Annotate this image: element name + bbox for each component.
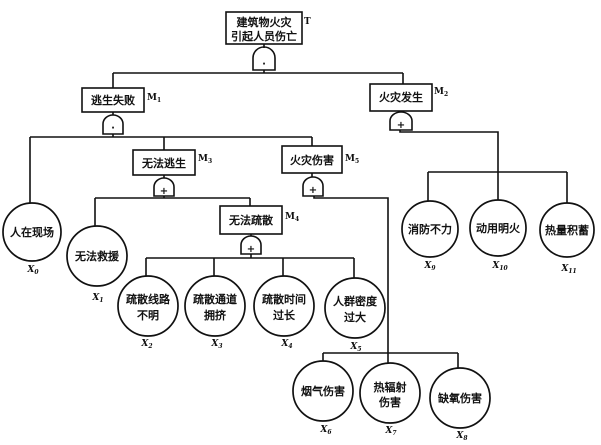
event-circle xyxy=(429,367,491,429)
basic-event-x1: 无法救援 X1 xyxy=(66,225,128,304)
event-circle xyxy=(184,275,246,337)
gate-symbol: + xyxy=(309,185,317,196)
event-id: X2 xyxy=(140,339,152,350)
event-id: X1 xyxy=(91,293,103,304)
basic-event-x6: 烟气伤害 X6 xyxy=(292,360,354,436)
event-label: 无法救援 xyxy=(74,249,120,263)
event-label-line1: 疏散通道 xyxy=(193,292,237,306)
gate-symbol: · xyxy=(262,59,266,70)
or-gate-icon xyxy=(240,235,262,255)
event-label-line2: 不明 xyxy=(137,309,159,322)
basic-event-x2: 疏散线路 不明 X2 xyxy=(117,275,179,350)
connector-m1 xyxy=(29,134,313,208)
event-label-line2: 拥挤 xyxy=(204,308,227,322)
event-circle xyxy=(292,360,354,422)
and-gate-icon xyxy=(252,46,276,71)
event-label: 消防不力 xyxy=(408,222,452,236)
event-label-line2: 过长 xyxy=(273,308,296,322)
top-event-label-line1: 建筑物火灾 xyxy=(237,15,293,29)
event-id: X3 xyxy=(210,339,222,350)
connectors xyxy=(29,70,568,368)
event-label: 动用明火 xyxy=(476,221,521,235)
intermediate-event-m2: 火灾发生 M2 + xyxy=(369,83,448,131)
event-id: X8 xyxy=(455,431,468,442)
gate-symbol: + xyxy=(160,186,168,197)
intermediate-event-m3: 无法逃生 M3 + xyxy=(132,149,212,197)
top-event: 建筑物火灾 引起人员伤亡 T · xyxy=(225,11,311,71)
intermediate-event-m4: 无法疏散 M4 + xyxy=(219,205,299,255)
basic-event-x7: 热辐射 伤害 X7 xyxy=(359,362,421,437)
basic-event-x9: 消防不力 X9 xyxy=(401,200,459,272)
gate-symbol: + xyxy=(397,120,405,131)
basic-event-x0: 人在现场 X0 xyxy=(2,202,62,276)
intermediate-event-m5: 火灾伤害 M5 + xyxy=(281,145,359,197)
event-id: X10 xyxy=(491,261,508,272)
event-id: X7 xyxy=(384,426,397,437)
event-label-line1: 疏散时间 xyxy=(262,292,306,306)
event-label: 缺氧伤害 xyxy=(437,391,482,405)
event-label: 人在现场 xyxy=(10,225,54,239)
event-id: M3 xyxy=(198,154,212,165)
basic-event-x8: 缺氧伤害 X8 xyxy=(429,367,491,442)
event-id: X6 xyxy=(319,425,332,436)
connector-m2 xyxy=(399,130,568,203)
event-circle xyxy=(401,200,459,258)
event-circle xyxy=(469,199,527,257)
event-circle xyxy=(66,225,128,287)
basic-event-x10: 动用明火 X10 xyxy=(469,199,527,272)
basic-event-x3: 疏散通道 拥挤 X3 xyxy=(184,275,246,350)
event-id: M1 xyxy=(147,93,161,104)
event-label: 火灾发生 xyxy=(379,90,423,104)
event-id: X0 xyxy=(26,265,39,276)
connector-m4 xyxy=(145,254,355,278)
connector-m3 xyxy=(94,196,251,226)
event-id: X9 xyxy=(423,261,436,272)
and-gate-icon xyxy=(102,114,124,135)
event-label-line1: 疏散线路 xyxy=(126,292,171,306)
event-label: 无法逃生 xyxy=(141,156,186,170)
event-circle xyxy=(2,202,62,262)
event-id: X11 xyxy=(560,264,576,275)
top-event-label-line2: 引起人员伤亡 xyxy=(231,29,297,43)
connector-m5 xyxy=(313,196,459,368)
event-id: X5 xyxy=(349,342,361,353)
gate-symbol: · xyxy=(111,123,115,134)
event-circle xyxy=(117,275,179,337)
or-gate-icon xyxy=(302,176,324,197)
event-label: 逃生失败 xyxy=(91,93,135,107)
event-label-line2: 过大 xyxy=(344,310,366,324)
connector-t xyxy=(112,70,404,88)
event-label-line1: 热辐射 xyxy=(374,380,407,394)
or-gate-icon xyxy=(153,177,175,197)
event-id: M4 xyxy=(285,212,299,223)
event-label: 火灾伤害 xyxy=(290,153,334,167)
top-event-id: T xyxy=(304,17,311,27)
event-id: X4 xyxy=(280,339,292,350)
event-label-line1: 人群密度 xyxy=(333,294,378,308)
event-label: 烟气伤害 xyxy=(301,384,345,398)
basic-event-x4: 疏散时间 过长 X4 xyxy=(253,275,315,350)
event-label-line2: 伤害 xyxy=(378,395,401,409)
or-gate-icon xyxy=(389,111,413,131)
event-circle xyxy=(324,277,386,339)
basic-event-x5: 人群密度 过大 X5 xyxy=(324,277,386,353)
event-circle xyxy=(253,275,315,337)
gate-symbol: + xyxy=(247,244,255,255)
basic-event-x11: 热量积蓄 X11 xyxy=(539,202,595,275)
event-circle xyxy=(359,362,421,424)
intermediate-event-m1: 逃生失败 M1 · xyxy=(81,87,161,135)
event-label: 热量积蓄 xyxy=(545,223,589,237)
event-circle xyxy=(539,202,595,258)
event-id: M5 xyxy=(345,154,359,165)
event-label: 无法疏散 xyxy=(228,213,274,227)
event-id: M2 xyxy=(434,87,448,98)
event-box xyxy=(369,83,433,112)
